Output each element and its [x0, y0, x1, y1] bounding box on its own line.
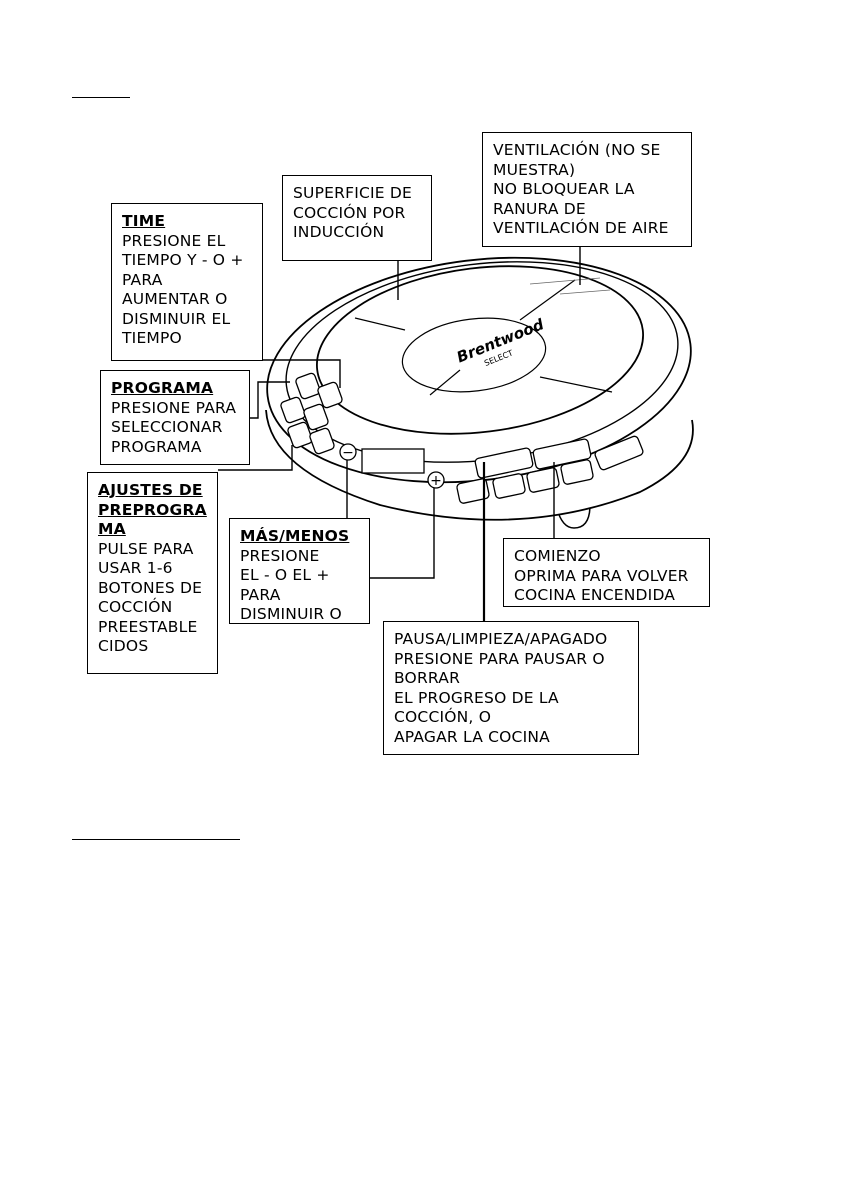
callout-time-line: TIEMPO — [122, 329, 182, 347]
preset-button-5 — [287, 421, 313, 449]
callout-program-line: SELECCIONAR — [111, 418, 223, 436]
callout-start: COMIENZO OPRIMA PARA VOLVER COCINA ENCEN… — [503, 538, 710, 607]
callout-time-line: PARA — [122, 270, 163, 289]
callout-preset-line: PREESTABLE — [98, 617, 198, 636]
callout-vent: VENTILACIÓN (NO SE MUESTRA) NO BLOQUEAR … — [482, 132, 692, 247]
zone-mark-top — [519, 279, 576, 321]
callout-vent-line: MUESTRA) — [493, 160, 576, 179]
callout-preset-title: AJUSTES DE — [98, 481, 203, 499]
preset-button-2 — [317, 381, 343, 409]
callout-time-title: TIME — [122, 212, 166, 230]
callout-preset-title: MA — [98, 520, 126, 538]
callout-vent-line: VENTILACIÓN DE AIRE — [493, 219, 669, 237]
leader-program — [250, 381, 290, 419]
minus-symbol: − — [342, 445, 354, 461]
callout-surface: SUPERFICIE DE COCCIÓN POR INDUCCIÓN — [282, 175, 432, 261]
callout-pause-line: PAUSA/LIMPIEZA/APAGADO — [394, 630, 608, 648]
preset-button-4 — [303, 403, 329, 431]
glass-print-1 — [529, 277, 601, 285]
callout-preset: AJUSTES DE PREPROGRA MA PULSE PARA USAR … — [87, 472, 218, 674]
leader-plus — [370, 488, 435, 579]
glass-print-2 — [559, 289, 611, 295]
zone-mark-left — [354, 317, 406, 331]
callout-plusminus-title: MÁS/MENOS — [240, 527, 350, 545]
callout-surface-line: INDUCCIÓN — [293, 223, 385, 241]
pause-button — [474, 447, 534, 479]
program-button-e — [594, 435, 644, 471]
callout-plusminus-line: PRESIONE — [240, 546, 320, 565]
zone-mark-bottom — [429, 369, 461, 396]
callout-preset-line: CIDOS — [98, 637, 149, 655]
preset-button-3 — [280, 396, 306, 424]
callout-start-line: COCINA ENCENDIDA — [514, 586, 676, 604]
callout-surface-line: SUPERFICIE DE — [293, 184, 413, 202]
leader-preset — [218, 445, 293, 471]
callout-program-line: PRESIONE PARA — [111, 398, 237, 417]
callout-plusminus: MÁS/MENOS PRESIONE EL - O EL + PARA DISM… — [229, 518, 370, 624]
callout-plusminus-line: PARA — [240, 585, 281, 604]
callout-preset-line: USAR 1-6 — [98, 559, 173, 577]
callout-plusminus-line: DISMINUIR O — [240, 605, 342, 623]
callout-time-line: TIEMPO Y - O + — [122, 251, 244, 269]
leader-lines — [218, 246, 581, 622]
time-display — [361, 448, 425, 474]
callout-vent-line: VENTILACIÓN (NO SE — [493, 141, 661, 159]
left-button-cluster — [280, 372, 343, 455]
program-button-a — [456, 478, 490, 504]
callout-pause-line: APAGAR LA COCINA — [394, 727, 550, 746]
program-button-d — [560, 459, 594, 485]
callout-preset-title: PREPROGRA — [98, 500, 207, 519]
callout-start-line: COMIENZO — [514, 547, 601, 565]
leader-time — [262, 359, 341, 388]
cooking-glass — [316, 265, 644, 435]
callout-plusminus-line: EL - O EL + — [240, 566, 330, 584]
callout-pause-line: PRESIONE PARA PAUSAR O — [394, 649, 605, 668]
program-button-c — [526, 467, 560, 493]
callout-preset-line: PULSE PARA — [98, 539, 194, 558]
callout-time: TIME PRESIONE EL TIEMPO Y - O + PARA AUM… — [111, 203, 263, 361]
callout-time-line: AUMENTAR O — [122, 290, 228, 308]
right-button-cluster — [456, 435, 644, 504]
callout-pause-line: BORRAR — [394, 669, 461, 687]
plus-symbol: + — [430, 473, 442, 489]
callout-preset-line: BOTONES DE — [98, 578, 203, 597]
start-button — [532, 438, 592, 470]
plus-button — [427, 471, 445, 489]
callout-preset-line: COCCIÓN — [98, 598, 173, 616]
preset-button-6 — [309, 427, 335, 455]
callout-program: PROGRAMA PRESIONE PARA SELECCIONAR PROGR… — [100, 370, 250, 465]
callout-program-title: PROGRAMA — [111, 379, 214, 397]
callout-pause: PAUSA/LIMPIEZA/APAGADO PRESIONE PARA PAU… — [383, 621, 639, 755]
callout-pause-line: EL PROGRESO DE LA — [394, 688, 559, 707]
callout-start-line: OPRIMA PARA VOLVER — [514, 566, 689, 585]
callout-pause-line: COCCIÓN, O — [394, 708, 492, 726]
program-button-b — [492, 473, 526, 499]
callout-program-line: PROGRAMA — [111, 437, 202, 456]
callout-surface-line: COCCIÓN POR — [293, 203, 406, 222]
callout-time-line: DISMINUIR EL — [122, 309, 231, 328]
callout-vent-line: NO BLOQUEAR LA — [493, 180, 635, 198]
section-heading-rule-top — [72, 97, 130, 98]
callout-vent-line: RANURA DE — [493, 199, 586, 218]
cooking-zone-ring — [401, 317, 547, 393]
minus-button — [339, 443, 357, 461]
callout-time-line: PRESIONE EL — [122, 231, 226, 250]
preset-button-1 — [295, 372, 321, 400]
section-heading-rule-bottom — [72, 839, 240, 840]
zone-mark-right — [539, 376, 613, 393]
